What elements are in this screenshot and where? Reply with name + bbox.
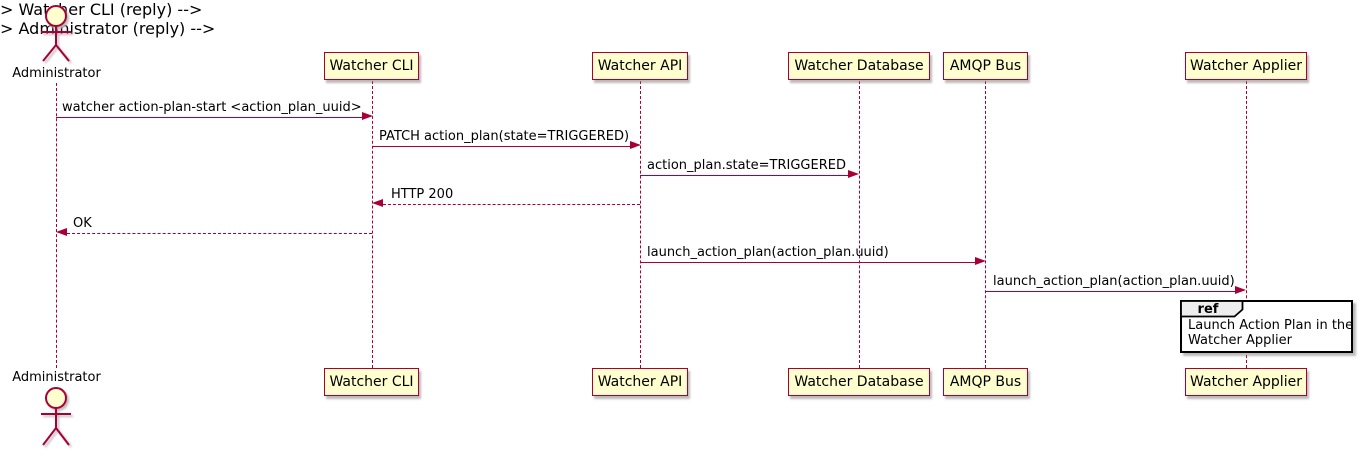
participant-amqp-bus-top: AMQP Bus bbox=[943, 52, 1028, 80]
lifeline-amqp-bus bbox=[985, 81, 986, 368]
participant-watcher-cli-top: Watcher CLI bbox=[324, 52, 419, 80]
lifeline-watcher-applier bbox=[1246, 81, 1247, 368]
participant-watcher-api-bottom: Watcher API bbox=[592, 368, 688, 396]
message-label: action_plan.state=TRIGGERED bbox=[647, 158, 846, 173]
ref-header-pentagon-icon bbox=[1180, 300, 1244, 318]
participant-watcher-applier-top: Watcher Applier bbox=[1185, 52, 1307, 80]
ref-fragment: ref Launch Action Plan in the Watcher Ap… bbox=[1180, 300, 1353, 353]
actor-label-bottom: Administrator bbox=[12, 370, 101, 385]
message-label: launch_action_plan(action_plan.uuid) bbox=[993, 274, 1235, 289]
ref-keyword: ref bbox=[1197, 302, 1219, 317]
participant-watcher-cli-bottom: Watcher CLI bbox=[324, 368, 419, 396]
participant-watcher-api-top: Watcher API bbox=[592, 52, 688, 80]
message-label: HTTP 200 bbox=[391, 187, 454, 202]
message-label: launch_action_plan(action_plan.uuid) bbox=[647, 245, 889, 260]
participant-watcher-database-top: Watcher Database bbox=[788, 52, 930, 80]
message-label: OK bbox=[73, 216, 92, 231]
lifeline-watcher-database bbox=[859, 81, 860, 368]
participant-amqp-bus-bottom: AMQP Bus bbox=[943, 368, 1028, 396]
lifeline-administrator bbox=[56, 83, 57, 368]
actor-figure-bottom bbox=[41, 387, 71, 446]
participant-watcher-database-bottom: Watcher Database bbox=[788, 368, 930, 396]
arrowhead-icon bbox=[630, 141, 641, 149]
arrowhead-icon bbox=[848, 170, 859, 178]
lifeline-watcher-api bbox=[640, 81, 641, 368]
message-label: PATCH action_plan(state=TRIGGERED) bbox=[379, 129, 630, 144]
arrowhead-icon bbox=[372, 199, 383, 207]
lifeline-watcher-cli bbox=[372, 81, 373, 368]
message-label: watcher action-plan-start <action_plan_u… bbox=[62, 100, 362, 115]
arrowhead-icon bbox=[1235, 286, 1246, 294]
arrowhead-icon bbox=[975, 257, 986, 265]
participant-watcher-applier-bottom: Watcher Applier bbox=[1185, 368, 1307, 396]
actor-label-top: Administrator bbox=[12, 66, 101, 81]
arrowhead-icon bbox=[56, 228, 67, 236]
arrowhead-icon bbox=[362, 112, 373, 120]
ref-text-line-1: Launch Action Plan in the bbox=[1188, 318, 1354, 333]
ref-text-line-2: Watcher Applier bbox=[1188, 333, 1292, 348]
actor-figure-top bbox=[41, 5, 71, 62]
